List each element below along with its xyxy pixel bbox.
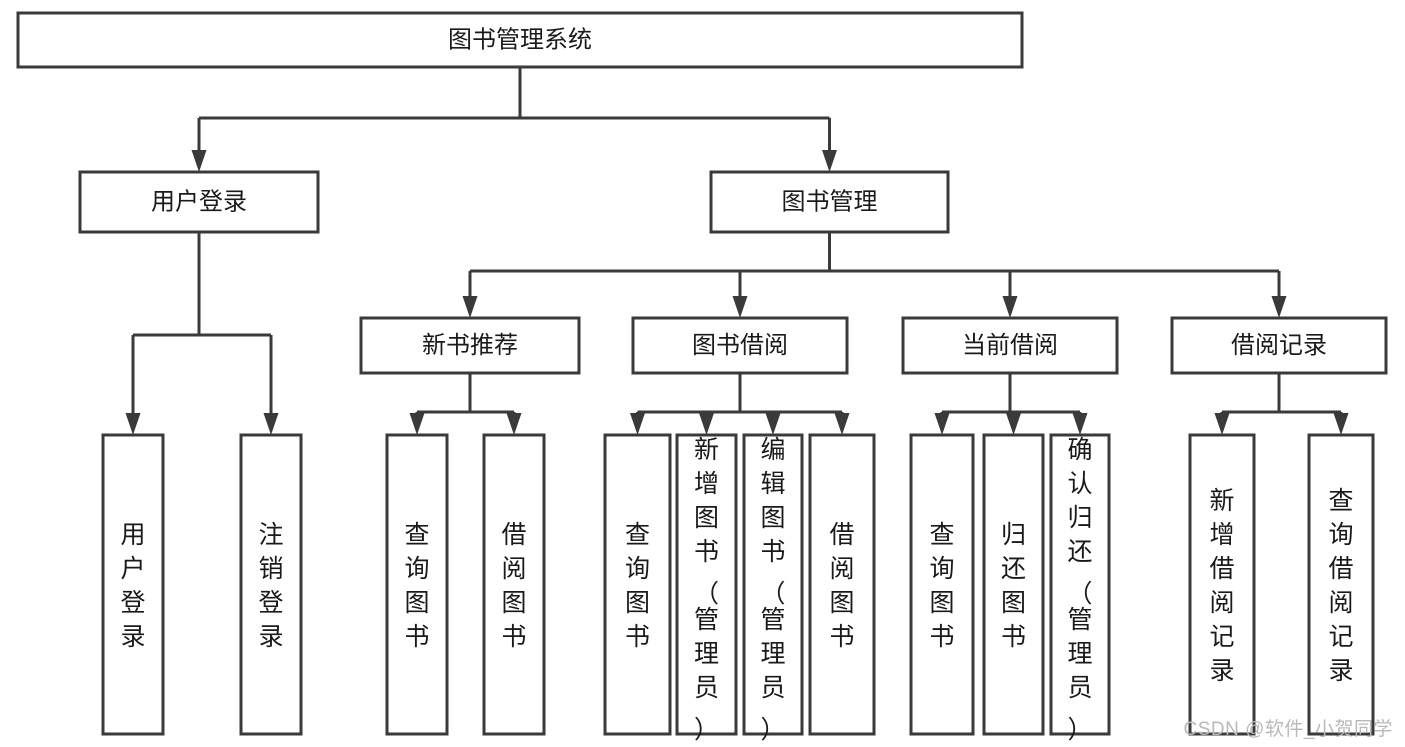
node-e59bbee4b9a6e7aea1e79086[interactable]: 图书管理: [709, 170, 950, 234]
node-label: 注销登录: [258, 521, 283, 651]
node-e5809fe99885e8aeb0e5bd95[interactable]: 借阅记录: [1170, 316, 1388, 375]
node-label: 新增图书（管理员）: [694, 436, 719, 744]
node-label: 新增借阅记录: [1209, 487, 1234, 685]
node-label: 新书推荐: [422, 332, 518, 359]
arrow-head: [263, 413, 279, 435]
node-box[interactable]: [16, 11, 1024, 69]
node-box[interactable]: [675, 433, 738, 736]
node-box[interactable]: [631, 316, 849, 375]
arrow-head: [834, 413, 850, 435]
arrow-head: [462, 296, 478, 318]
arrow-head: [1002, 296, 1018, 318]
arrow-head: [630, 413, 645, 435]
node-e59bbee4b9a6e5809fe99885[interactable]: 图书借阅: [631, 316, 849, 375]
node-box[interactable]: [901, 316, 1119, 375]
node-label: 借阅记录: [1231, 332, 1327, 359]
arrow-head: [732, 296, 748, 318]
node-box[interactable]: [482, 433, 546, 736]
arrow-head: [1333, 413, 1349, 435]
node-e69fa5e8afa2e59bbee4b9a6[interactable]: 查询图书: [909, 433, 975, 736]
arrow-head: [699, 413, 714, 435]
node-box[interactable]: [101, 433, 165, 736]
node-e5bd92e8bf98e59bbee4b9a6[interactable]: 归还图书: [982, 433, 1045, 736]
node-e69fa5e8afa2e59bbee4b9a6[interactable]: 查询图书: [603, 433, 672, 736]
node-label: 确认归还（管理员）: [1067, 436, 1092, 744]
node-e6b3a8e99480e799bbe5bd95[interactable]: 注销登录: [239, 433, 303, 736]
node-box[interactable]: [385, 433, 449, 736]
node-e5809fe99885e59bbee4b9a6[interactable]: 借阅图书: [808, 433, 876, 736]
node-box[interactable]: [603, 433, 672, 736]
arrow-head: [125, 413, 141, 435]
node-label: 图书管理: [782, 188, 878, 215]
arrow-head: [1271, 296, 1287, 318]
node-label: 借阅图书: [829, 521, 854, 651]
node-box[interactable]: [359, 316, 581, 375]
arrow-head: [506, 413, 522, 435]
node-e696b0e4b9a6e68ea8e88d90[interactable]: 新书推荐: [359, 316, 581, 375]
node-box[interactable]: [742, 433, 804, 736]
node-label: 当前借阅: [962, 332, 1058, 359]
node-e59bbee4b9a6e7aea1e79086e7b3bbe7bb9f[interactable]: 图书管理系统: [16, 11, 1024, 69]
node-box[interactable]: [909, 433, 975, 736]
arrow-head: [1214, 413, 1230, 435]
arrow-head: [822, 150, 837, 172]
arrow-head: [1072, 413, 1088, 435]
node-label: 图书管理系统: [448, 26, 592, 53]
node-label: 查询图书: [404, 521, 429, 651]
node-label: 图书借阅: [692, 332, 788, 359]
node-label: 查询借阅记录: [1328, 487, 1353, 685]
node-label: 借阅图书: [501, 521, 526, 651]
node-e794a8e688b7e799bbe5bd95[interactable]: 用户登录: [78, 170, 320, 234]
node-box[interactable]: [982, 433, 1045, 736]
node-e69fa5e8afa2e59bbee4b9a6[interactable]: 查询图书: [385, 433, 449, 736]
node-box[interactable]: [1307, 433, 1375, 736]
node-box[interactable]: [1049, 433, 1111, 736]
arrow-head: [409, 413, 425, 435]
node-label: 查询图书: [625, 521, 650, 651]
node-box[interactable]: [78, 170, 320, 234]
node-e7bc96e8be91e59bbee4b9a6efbc88e7aea1e79086e59198efbc89[interactable]: 编辑图书（管理员）: [742, 433, 804, 744]
node-label: 用户登录: [151, 188, 247, 215]
node-e794a8e688b7e799bbe5bd95[interactable]: 用户登录: [101, 433, 165, 736]
node-label: 用户登录: [120, 521, 145, 651]
arrow-head: [934, 413, 950, 435]
node-label: 编辑图书（管理员）: [760, 436, 785, 744]
arrow-head: [1006, 413, 1021, 435]
node-box[interactable]: [239, 433, 303, 736]
node-e696b0e5a29ee59bbee4b9a6efbc88e7aea1e79086e59198efbc89[interactable]: 新增图书（管理员）: [675, 433, 738, 744]
node-e5809fe99885e59bbee4b9a6[interactable]: 借阅图书: [482, 433, 546, 736]
node-e696b0e5a29ee5809fe99885e8aeb0e5bd95[interactable]: 新增借阅记录: [1188, 433, 1256, 736]
arrow-head: [191, 150, 207, 172]
node-label: 归还图书: [1001, 521, 1026, 651]
node-box[interactable]: [1170, 316, 1388, 375]
node-box[interactable]: [1188, 433, 1256, 736]
node-e69fa5e8afa2e5809fe99885e8aeb0e5bd95[interactable]: 查询借阅记录: [1307, 433, 1375, 736]
node-e5bd93e5898de5809fe99885[interactable]: 当前借阅: [901, 316, 1119, 375]
arrow-head: [765, 413, 781, 435]
node-e7a1aee8aea4e5bd92e8bf98efbc88e7aea1e79086e59198efbc89[interactable]: 确认归还（管理员）: [1049, 433, 1111, 744]
node-box[interactable]: [709, 170, 950, 234]
node-box[interactable]: [808, 433, 876, 736]
node-label: 查询图书: [929, 521, 954, 651]
